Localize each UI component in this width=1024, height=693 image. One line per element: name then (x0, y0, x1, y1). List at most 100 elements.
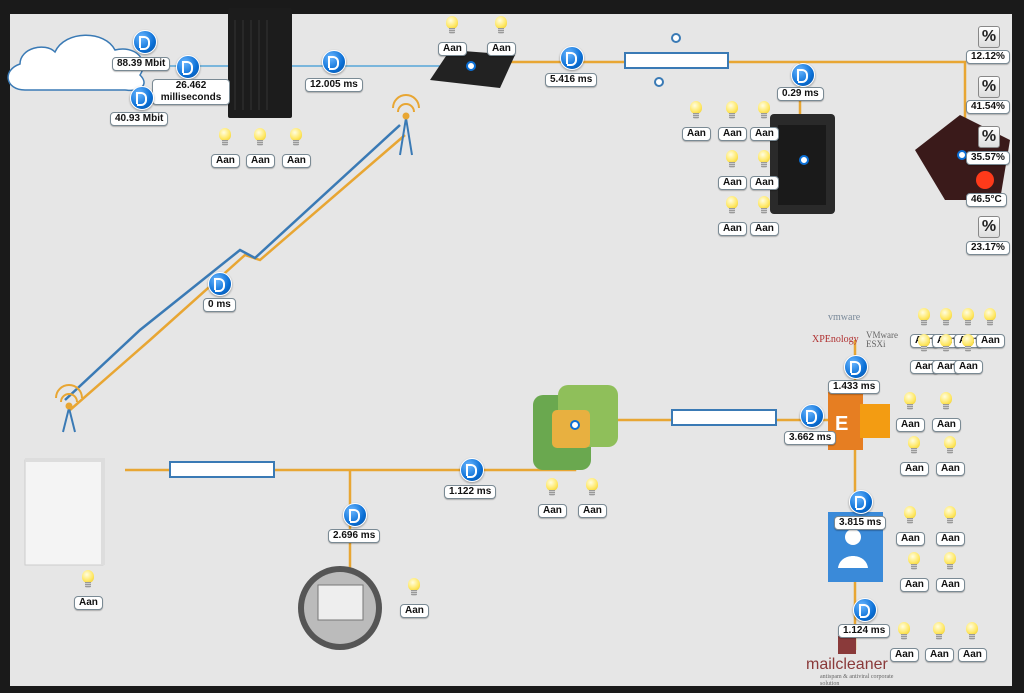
nas-ping-label: 0.29 ms (777, 87, 824, 101)
lamp-status-label: Aan (900, 578, 929, 592)
exchange-ping-label: 3.662 ms (784, 431, 837, 445)
access-point-icon (24, 459, 104, 566)
lightbulb-icon[interactable] (726, 150, 738, 170)
temperature-label: 46.5°C (966, 193, 1007, 207)
lamp-status-label: Aan (890, 648, 919, 662)
internet-cloud-icon (7, 34, 145, 92)
percent-icon: % (978, 26, 1000, 48)
lamp-status-label: Aan (925, 648, 954, 662)
lamp-status-label: Aan (896, 532, 925, 546)
lamp-status-label: Aan (538, 504, 567, 518)
percent-icon: % (978, 76, 1000, 98)
ad-ping-label: 3.815 ms (834, 516, 887, 530)
vmware-logo: vmware (828, 312, 861, 323)
vcenter-ping-gauge-icon[interactable] (460, 458, 484, 482)
lightbulb-icon[interactable] (898, 622, 910, 642)
lamp-status-label: Aan (910, 360, 939, 374)
lightbulb-icon[interactable] (758, 196, 770, 216)
lightbulb-icon[interactable] (254, 128, 266, 148)
modem-ping-gauge-icon[interactable] (322, 50, 346, 74)
lightbulb-icon[interactable] (495, 16, 507, 36)
lamp-status-label: Aan (246, 154, 275, 168)
lamp-status-label: Aan (936, 462, 965, 476)
lightbulb-icon[interactable] (940, 308, 952, 328)
lightbulb-icon[interactable] (219, 128, 231, 148)
lamp-status-label: Aan (896, 418, 925, 432)
lightbulb-icon[interactable] (940, 392, 952, 412)
percent-icon: % (978, 216, 1000, 238)
nas-ping-gauge-icon[interactable] (791, 63, 815, 87)
isp-ping-gauge-icon[interactable] (176, 55, 200, 79)
knx-ping-gauge-icon[interactable] (343, 503, 367, 527)
mailcleaner-logo-icon (838, 636, 856, 654)
download-speed-label: 88.39 Mbit (112, 57, 171, 71)
wifi-antenna-bottom-icon (55, 384, 83, 433)
lightbulb-icon[interactable] (726, 196, 738, 216)
lightbulb-icon[interactable] (408, 578, 420, 598)
lightbulb-icon[interactable] (918, 308, 930, 328)
link-switch-to-server (470, 60, 967, 130)
download-gauge-icon[interactable] (133, 30, 157, 54)
lamp-status-label: Aan (900, 462, 929, 476)
modem-icon (228, 8, 292, 118)
mail-ping-label: 1.124 ms (838, 624, 891, 638)
lightbulb-icon[interactable] (758, 101, 770, 121)
knx-ping-label: 2.696 ms (328, 529, 381, 543)
lightbulb-icon[interactable] (940, 334, 952, 354)
percent-icon: % (978, 126, 1000, 148)
exchange-ping-gauge-icon[interactable] (800, 404, 824, 428)
lamp-status-label: Aan (750, 222, 779, 236)
lightbulb-icon[interactable] (758, 150, 770, 170)
lightbulb-icon[interactable] (690, 101, 702, 121)
lamp-status-label: Aan (750, 127, 779, 141)
lamp-status-label: Aan (400, 604, 429, 618)
lamp-status-label: Aan (211, 154, 240, 168)
modem-ping-label: 12.005 ms (305, 78, 363, 92)
lightbulb-icon[interactable] (290, 128, 302, 148)
esxi-ping-gauge-icon[interactable] (844, 355, 868, 379)
lightbulb-icon[interactable] (944, 506, 956, 526)
node-top-link-2 (654, 77, 664, 87)
lightbulb-icon[interactable] (904, 392, 916, 412)
lamp-status-label: Aan (438, 42, 467, 56)
mailcleaner-logo-text: mailcleaner (806, 656, 888, 673)
lamp-status-label: Aan (718, 176, 747, 190)
wifi-ping-gauge-icon[interactable] (208, 272, 232, 296)
lightbulb-icon[interactable] (546, 478, 558, 498)
wifi-ping-label: 0 ms (203, 298, 236, 312)
lightbulb-icon[interactable] (908, 436, 920, 456)
lamp-status-label: Aan (282, 154, 311, 168)
vcenter-ping-label: 1.122 ms (444, 485, 497, 499)
lightbulb-icon[interactable] (586, 478, 598, 498)
bar-exchange-link (671, 409, 777, 426)
esxi-logo: VMware ESXi (866, 330, 898, 349)
lamp-status-label: Aan (954, 360, 983, 374)
lightbulb-icon[interactable] (984, 308, 996, 328)
lightbulb-icon[interactable] (962, 334, 974, 354)
lightbulb-icon[interactable] (82, 570, 94, 590)
lightbulb-icon[interactable] (966, 622, 978, 642)
lightbulb-icon[interactable] (908, 552, 920, 572)
xpenology-logo: XPEnology (812, 334, 859, 345)
lamp-status-label: Aan (578, 504, 607, 518)
lightbulb-icon[interactable] (446, 16, 458, 36)
lightbulb-icon[interactable] (918, 334, 930, 354)
mail-ping-gauge-icon[interactable] (853, 598, 877, 622)
ad-ping-gauge-icon[interactable] (849, 490, 873, 514)
bar-lan-link (169, 461, 275, 478)
switch-ping-gauge-icon[interactable] (560, 46, 584, 70)
lightbulb-icon[interactable] (726, 101, 738, 121)
lightbulb-icon[interactable] (933, 622, 945, 642)
lightbulb-icon[interactable] (944, 552, 956, 572)
temperature-hot-icon (976, 171, 994, 189)
upload-gauge-icon[interactable] (130, 86, 154, 110)
knx-device-icon (298, 566, 382, 650)
upload-speed-label: 40.93 Mbit (110, 112, 169, 126)
lightbulb-icon[interactable] (962, 308, 974, 328)
lightbulb-icon[interactable] (904, 506, 916, 526)
lamp-status-label: Aan (976, 334, 1005, 348)
swap-percent-label: 23.17% (966, 241, 1010, 255)
lightbulb-icon[interactable] (944, 436, 956, 456)
svg-text:E: E (835, 413, 848, 435)
